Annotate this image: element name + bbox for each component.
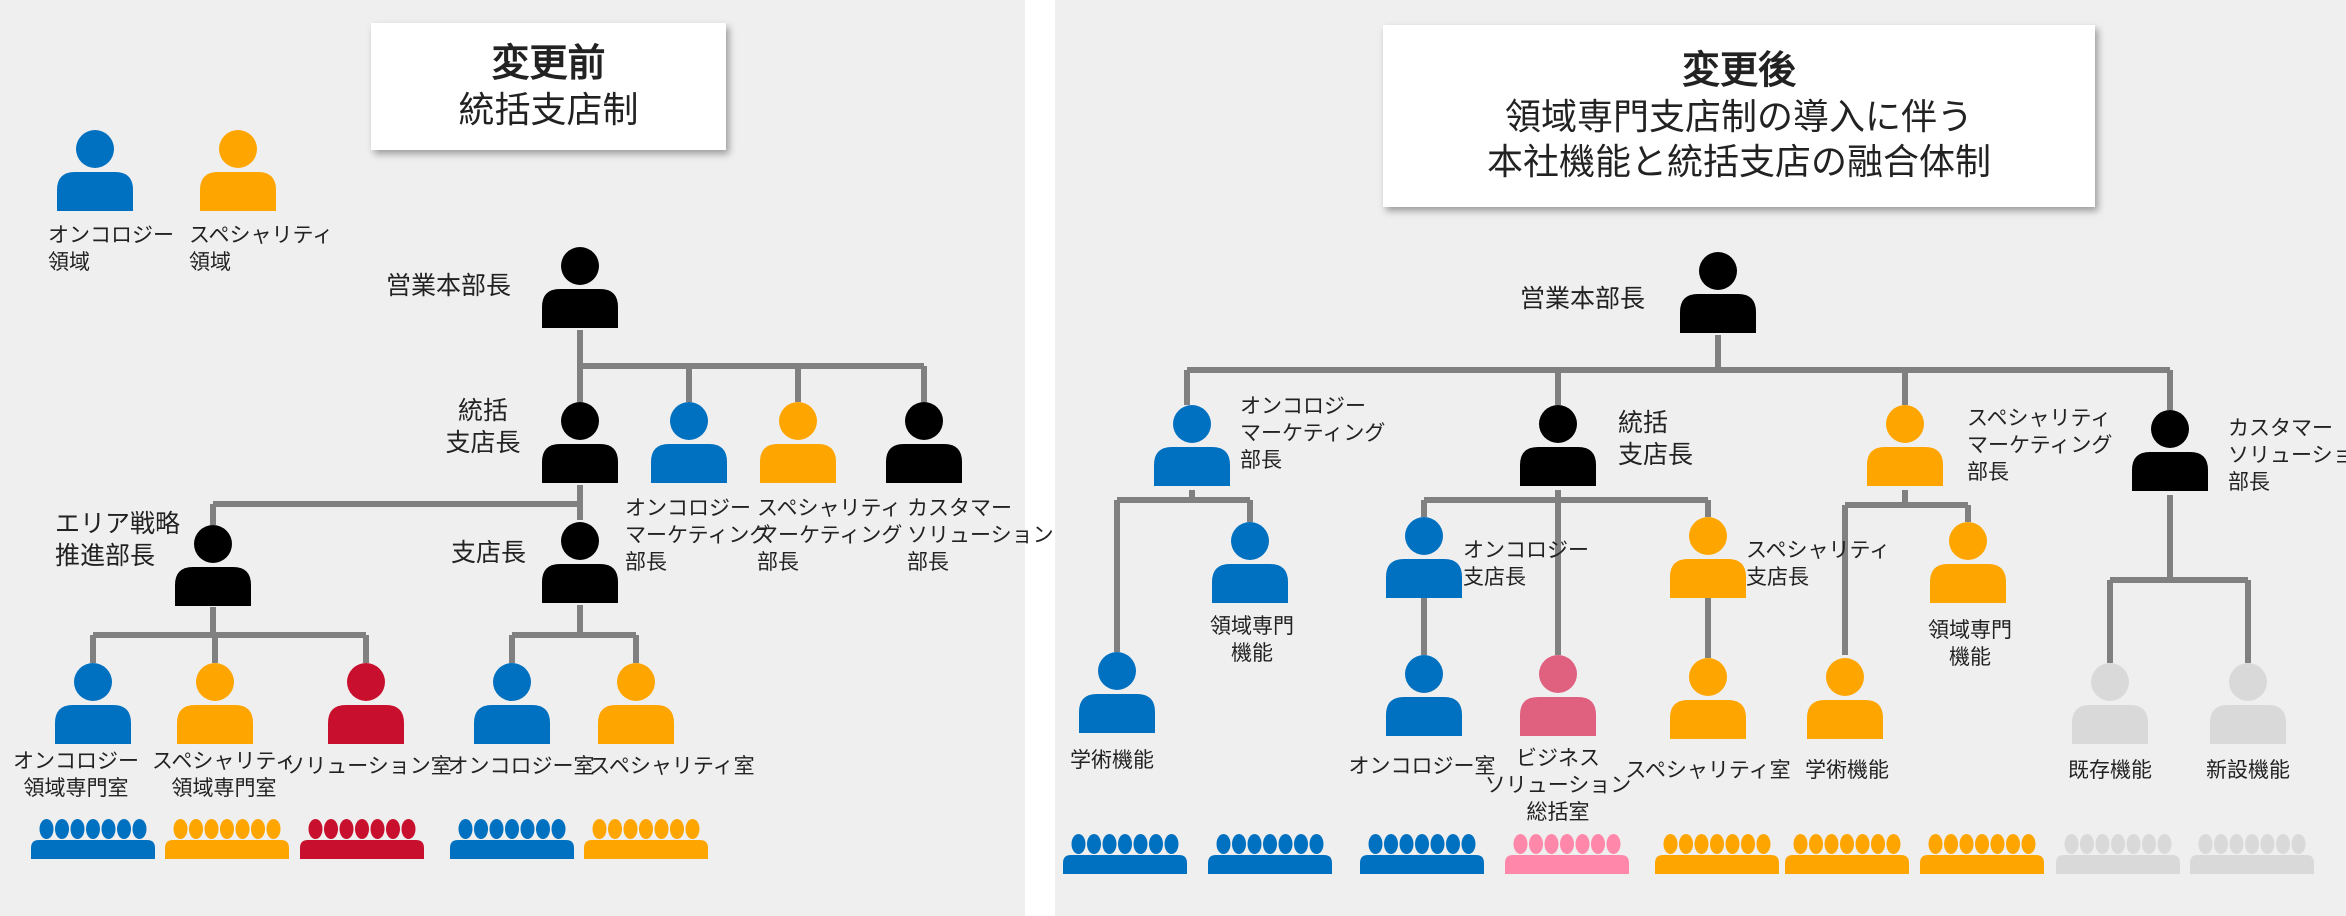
before-area-person: [175, 525, 251, 606]
before-spc-room-label: スペシャリティ領域専門室: [151, 749, 297, 800]
after-line-onc-mkt-tree: [1114, 490, 1253, 652]
before-branch-person: [542, 522, 618, 603]
before-customer-label: カスタマーソリューション部長: [907, 496, 1054, 574]
before-spc-room-person: [177, 663, 253, 744]
after-line-spc-mkt-tree: [1842, 490, 1971, 655]
before-onc-office-team: [450, 819, 574, 859]
after-spc-branch-person: [1670, 517, 1746, 598]
before-sales-head-label: 営業本部長: [386, 271, 512, 300]
after-onc-mkt-label: オンコロジーマーケティング部長: [1240, 394, 1386, 472]
before-onc-office-person: [474, 663, 550, 744]
before-spc-office-person: [598, 663, 674, 744]
before-spc-room-team: [165, 819, 289, 859]
before-sol-room-label: ソリューション室: [284, 754, 452, 778]
before-title-box: 変更前 統括支店制: [371, 23, 726, 150]
after-onc-branch-person: [1386, 517, 1462, 598]
after-title-box: 変更後 領域専門支店制の導入に伴う 本社機能と統括支店の融合体制: [1383, 25, 2095, 207]
before-customer-person: [886, 402, 962, 483]
after-subtitle-line1: 領域専門支店制の導入に伴う: [1504, 96, 1973, 138]
after-spc-academic-label: 学術機能: [1805, 758, 1889, 782]
before-area-label: エリア戦略推進部長: [55, 509, 181, 570]
before-subtitle: 統括支店制: [458, 89, 639, 131]
after-general-branch-label: 統括支店長: [1618, 408, 1694, 469]
after-onc-academic-team: [1063, 834, 1187, 874]
legend-specialty-label: スペシャリティ領域: [189, 223, 334, 274]
before-sol-room-person: [328, 663, 404, 744]
after-onc-office-person: [1386, 655, 1462, 736]
after-business-person: [1520, 655, 1596, 736]
before-line-general-bar: [210, 501, 580, 525]
after-new-person: [2210, 663, 2286, 744]
legend-oncology-person: [57, 130, 133, 211]
before-line-head-drops: [686, 366, 927, 402]
after-onc-domain-label: 領域専門機能: [1210, 614, 1294, 665]
legend-specialty-person: [200, 130, 276, 211]
after-spc-mkt-person: [1867, 405, 1943, 486]
after-spc-domain-person: [1930, 522, 2006, 603]
after-spc-branch-label: スペシャリティ支店長: [1746, 538, 1891, 589]
before-spc-mkt-label: スペシャリティマーケティング部長: [757, 496, 903, 574]
after-spc-office-person: [1670, 658, 1746, 739]
after-sales-head-label: 営業本部長: [1520, 284, 1646, 313]
after-business-team: [1505, 834, 1629, 874]
after-spc-academic-team: [1785, 834, 1909, 874]
before-spc-office-label: スペシャリティ室: [589, 754, 755, 778]
after-onc-academic-person: [1079, 652, 1155, 733]
after-onc-academic-label: 学術機能: [1070, 748, 1154, 772]
after-existing-label: 既存機能: [2068, 758, 2152, 782]
after-subtitle-line2: 本社機能と統括支店の融合体制: [1486, 141, 1991, 183]
after-spc-office-team: [1655, 834, 1779, 874]
after-onc-branch-label: オンコロジー支店長: [1463, 538, 1589, 589]
after-existing-person: [2072, 663, 2148, 744]
after-title: 変更後: [1681, 48, 1796, 93]
after-new-team: [2190, 834, 2314, 874]
before-general-branch-label: 統括支店長: [445, 396, 521, 457]
after-line-head-drops: [1184, 370, 2173, 410]
before-onc-room-team: [31, 819, 155, 859]
after-business-label: ビジネスソリューション総括室: [1484, 746, 1632, 824]
after-onc-domain-team: [1208, 834, 1332, 874]
before-onc-mkt-label: オンコロジーマーケティング部長: [625, 496, 771, 574]
legend-oncology-label: オンコロジー領域: [48, 223, 174, 274]
after-onc-mkt-person: [1154, 405, 1230, 486]
before-onc-office-label: オンコロジー室: [447, 754, 595, 778]
after-spc-academic-person: [1807, 658, 1883, 739]
after-new-label: 新設機能: [2206, 758, 2290, 782]
before-onc-room-label: オンコロジー領域専門室: [13, 749, 139, 800]
after-line-branch-drops: [1421, 598, 1711, 658]
after-spc-office-label: スペシャリティ室: [1625, 758, 1791, 782]
after-customer-person: [2132, 410, 2208, 491]
before-spc-office-team: [584, 819, 708, 859]
before-onc-room-person: [55, 663, 131, 744]
after-sales-head-person: [1680, 252, 1756, 333]
after-spc-mkt-label: スペシャリティマーケティング部長: [1967, 406, 2113, 484]
after-line-customer-tree: [2107, 495, 2251, 663]
before-sales-head-person: [542, 247, 618, 328]
before-onc-mkt-person: [651, 402, 727, 483]
after-spc-domain-team: [1920, 834, 2044, 874]
after-onc-domain-person: [1212, 522, 1288, 603]
after-line-general-tree: [1421, 490, 1711, 655]
before-sol-room-team: [300, 819, 424, 859]
before-line-branch-tree: [509, 605, 639, 663]
before-spc-mkt-person: [760, 402, 836, 483]
after-line-head-bar: [1187, 335, 2170, 373]
after-onc-office-label: オンコロジー室: [1348, 754, 1496, 778]
before-line-area-tree: [90, 607, 369, 663]
after-onc-office-team: [1360, 834, 1484, 874]
before-general-branch-person: [542, 402, 618, 483]
before-panel: [0, 0, 1025, 916]
after-existing-team: [2056, 834, 2180, 874]
before-branch-label: 支店長: [451, 538, 527, 567]
after-spc-domain-label: 領域専門機能: [1928, 618, 2012, 669]
before-title: 変更前: [491, 41, 606, 86]
after-general-branch-person: [1520, 405, 1596, 486]
